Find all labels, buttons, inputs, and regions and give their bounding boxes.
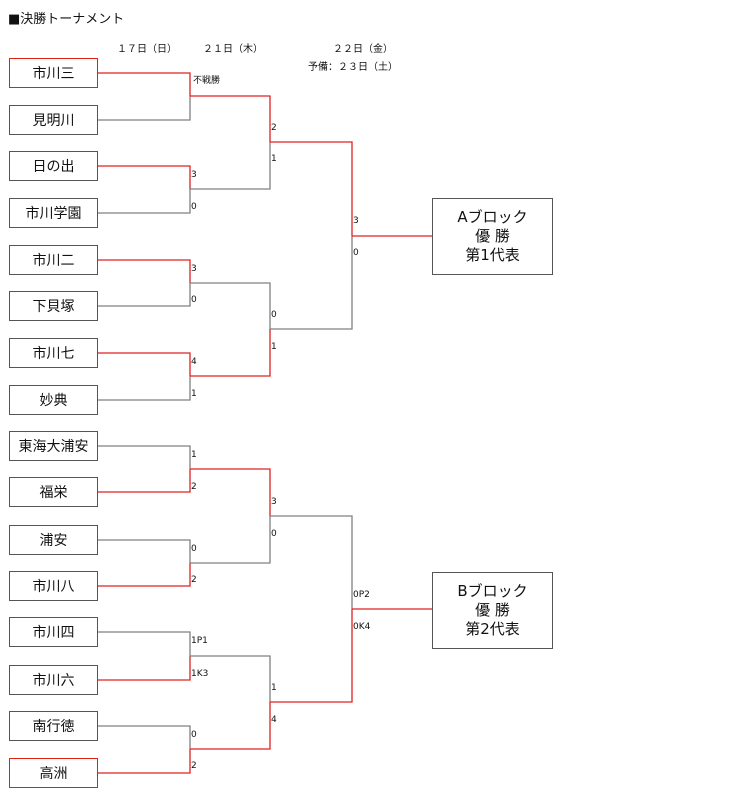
score-label: 2	[271, 123, 277, 133]
score-label: 2	[191, 575, 197, 585]
block-b-winner-label: 優 勝	[475, 601, 510, 619]
team-box: 市川七	[9, 338, 98, 368]
team-box: 市川八	[9, 571, 98, 601]
score-label: 0	[271, 529, 277, 539]
date-header-21: ２１日（木）	[203, 44, 263, 55]
date-header-22: ２２日（金）	[333, 44, 393, 55]
team-box: 妙典	[9, 385, 98, 415]
team-box: 東海大浦安	[9, 431, 98, 461]
score-label: 1	[271, 683, 277, 693]
score-label: 2	[191, 761, 197, 771]
page-title: ■決勝トーナメント	[8, 12, 125, 27]
team-box: 市川四	[9, 617, 98, 647]
score-label: 0	[353, 248, 359, 258]
score-label: 1	[271, 154, 277, 164]
score-label: 0P2	[353, 590, 370, 600]
score-label: 3	[191, 264, 197, 274]
score-label: 3	[271, 497, 277, 507]
team-box: 福栄	[9, 477, 98, 507]
block-a-title: Aブロック	[457, 208, 528, 226]
score-label: 0	[191, 295, 197, 305]
score-label: 4	[271, 715, 277, 725]
team-box: 下貝塚	[9, 291, 98, 321]
team-box: 浦安	[9, 525, 98, 555]
score-label: 2	[191, 482, 197, 492]
block-a-winner-label: 優 勝	[475, 227, 510, 245]
score-label: 0	[271, 310, 277, 320]
team-box: 日の出	[9, 151, 98, 181]
team-box: 市川六	[9, 665, 98, 695]
walkover-label: 不戦勝	[193, 76, 221, 86]
date-header-17: １７日（日）	[117, 44, 177, 55]
block-b-winner-box: Bブロック 優 勝 第2代表	[432, 572, 553, 649]
score-label: 1	[191, 389, 197, 399]
score-label: 0	[191, 730, 197, 740]
team-box: 高洲	[9, 758, 98, 788]
score-label: 0K4	[353, 622, 371, 632]
block-b-rep-label: 第2代表	[465, 620, 520, 638]
block-a-winner-box: Aブロック 優 勝 第1代表	[432, 198, 553, 275]
score-label: 3	[191, 170, 197, 180]
team-box: 南行徳	[9, 711, 98, 741]
score-label: 1P1	[191, 636, 208, 646]
block-a-rep-label: 第1代表	[465, 246, 520, 264]
score-label: 4	[191, 357, 197, 367]
team-box: 市川二	[9, 245, 98, 275]
team-box: 見明川	[9, 105, 98, 135]
score-label: 3	[353, 216, 359, 226]
team-box: 市川学園	[9, 198, 98, 228]
reserve-date: 予備：２３日（土）	[308, 62, 398, 73]
score-label: 1K3	[191, 669, 209, 679]
score-label: 1	[271, 342, 277, 352]
score-label: 1	[191, 450, 197, 460]
team-box: 市川三	[9, 58, 98, 88]
block-b-title: Bブロック	[457, 582, 528, 600]
score-label: 0	[191, 202, 197, 212]
score-label: 0	[191, 544, 197, 554]
